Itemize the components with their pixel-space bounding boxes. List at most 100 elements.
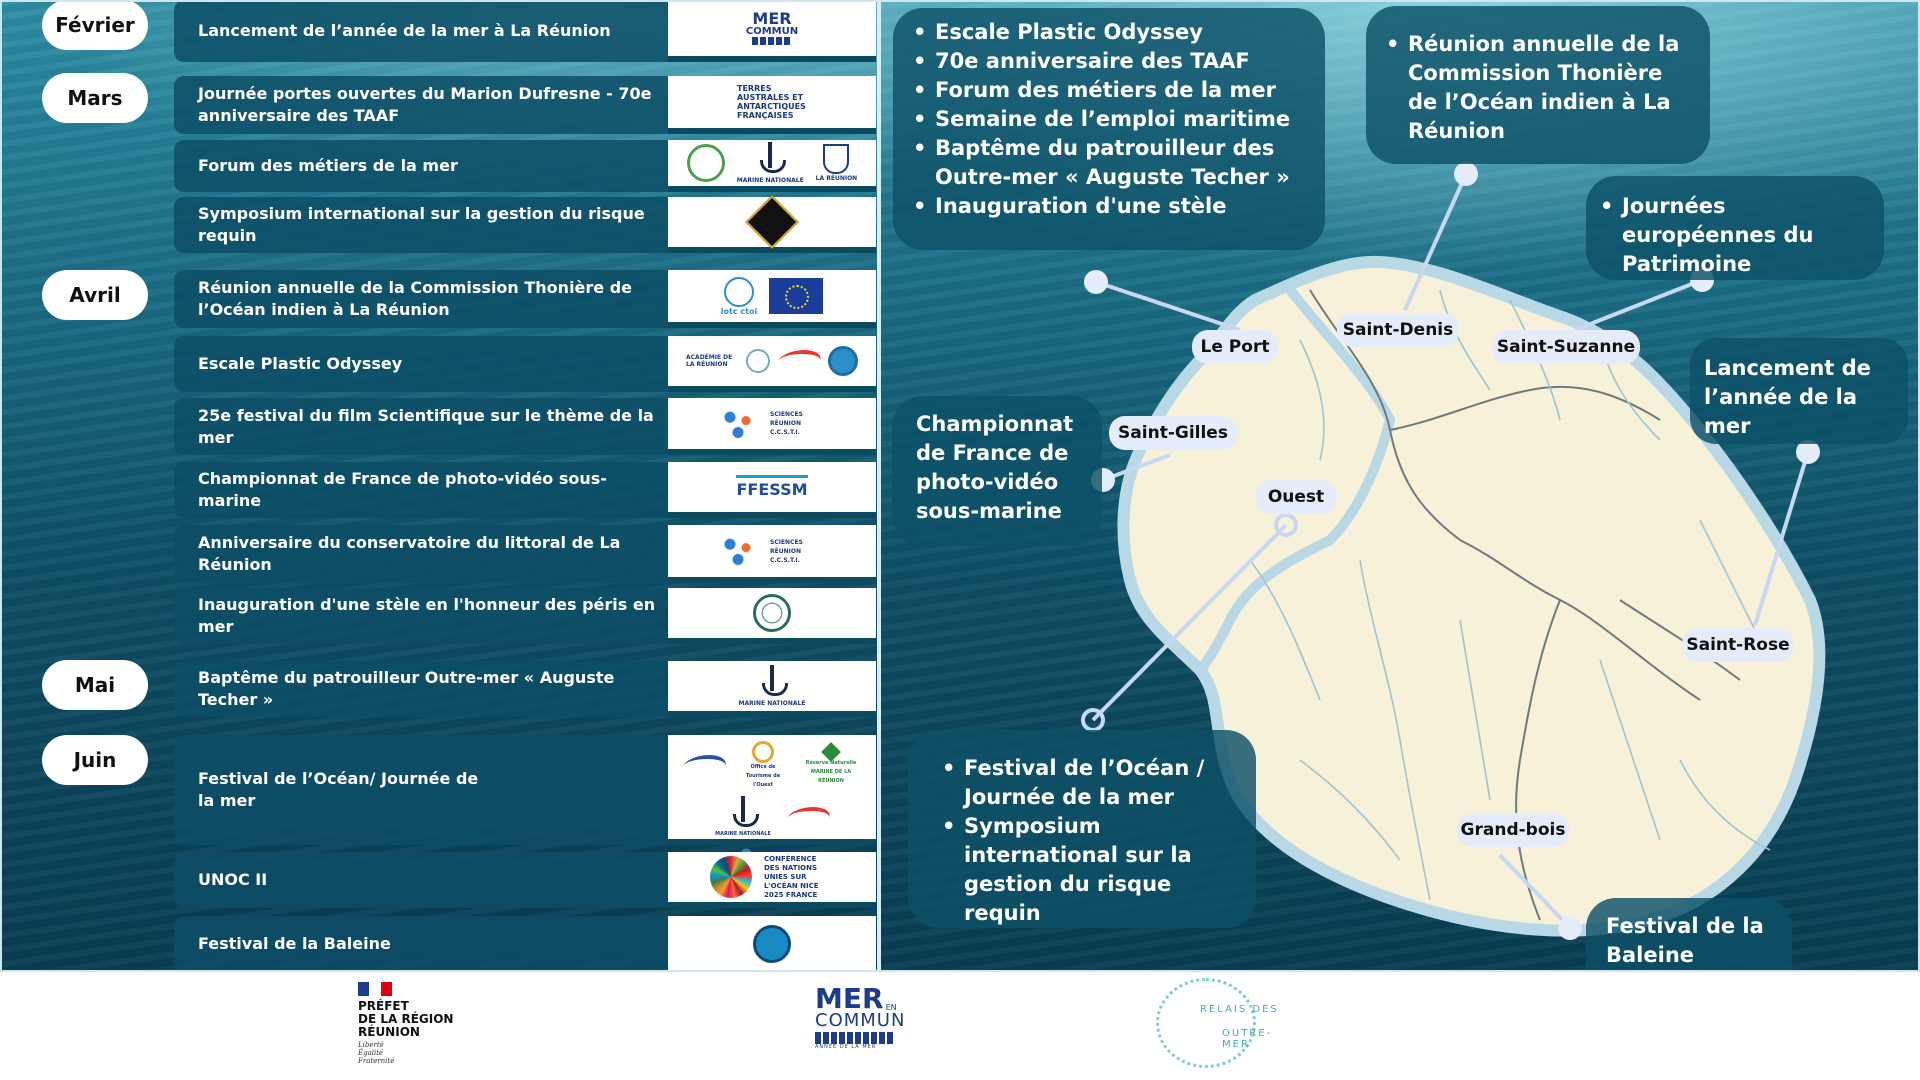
event-row: Anniversaire du conservatoire du littora… xyxy=(174,525,876,583)
event-logos xyxy=(668,916,876,972)
month-mai: Mai xyxy=(42,660,148,710)
marine-nationale-logo: MARINE NATIONALE xyxy=(737,141,804,185)
island-dots-icon xyxy=(1156,978,1256,1068)
event-label: Forum des métiers de la mer xyxy=(174,140,668,192)
reserve-marine-logo: Réserve Naturelle MARINE DE LA RÉUNION xyxy=(801,742,861,786)
callout-item: Symposium international sur la gestion d… xyxy=(938,812,1244,928)
marine-nationale-logo: MARINE NATIONALE xyxy=(715,796,771,839)
month-avril: Avril xyxy=(42,270,148,320)
place-label-le-port: Le Port xyxy=(1192,330,1278,364)
sciences-reunion-ccsti-logo xyxy=(718,406,758,441)
rivers xyxy=(1249,289,1771,901)
event-logos: ACADÉMIE DE LA RÉUNION xyxy=(668,336,876,392)
sciences-reunion-ccsti-logo xyxy=(718,534,758,568)
event-logos: CONFÉRENCE DES NATIONS UNIES SUR L'OCÉAN… xyxy=(668,852,876,908)
event-label: Festival de la Baleine xyxy=(174,916,668,972)
month-fevrier: Février xyxy=(42,0,148,50)
month-juin: Juin xyxy=(42,735,148,785)
marianne-icon xyxy=(358,982,392,996)
event-label: Lancement de l’année de la mer à La Réun… xyxy=(174,0,668,62)
callout-item: Escale Plastic Odyssey xyxy=(909,18,1309,47)
event-label: Championnat de France de photo-vidéo sou… xyxy=(174,462,668,518)
cultures-oceans-logo xyxy=(746,349,770,373)
event-row: Festival de la Baleine xyxy=(174,916,876,972)
event-logos: SCIENCES RÉUNION C.C.S.T.I. xyxy=(668,398,876,455)
iotc-logo: iotc ctoi xyxy=(721,276,757,316)
callout-southwest: Festival de la Baleine xyxy=(1586,898,1792,972)
swirl-logo xyxy=(677,754,731,777)
relais-outre-mer-logo: RELAIS DES OUTRE-MER xyxy=(1156,978,1296,1072)
sailboat-logo xyxy=(686,144,725,182)
prefet-reunion-logo: PRÉFET DE LA RÉGION RÉUNION Liberté Égal… xyxy=(358,982,453,1065)
eu-flag-logo xyxy=(769,278,824,314)
callout-southeast: Lancement de l’année de la mer xyxy=(1690,338,1908,444)
event-row: Festival de l’Océan/ Journée de la mer O… xyxy=(174,735,876,875)
event-row: Réunion annuelle de la Commission Thoniè… xyxy=(174,270,876,328)
event-logos xyxy=(668,195,876,253)
la-reunion-crest-logo: LA RÉUNION xyxy=(816,143,857,183)
callout-item: 70e anniversaire des TAAF xyxy=(909,47,1309,76)
event-label: Journée portes ouvertes du Marion Dufres… xyxy=(174,76,668,134)
month-mars: Mars xyxy=(42,73,148,123)
event-logos: SCIENCES RÉUNION C.C.S.T.I. xyxy=(668,525,876,583)
callout-south: Festival de l’Océan / Journée de la mer … xyxy=(908,730,1256,928)
panel-divider xyxy=(877,0,881,972)
west-region-outline xyxy=(1196,286,1396,674)
event-logos: FFESSM xyxy=(668,462,876,518)
event-label: Symposium international sur la gestion d… xyxy=(174,197,668,253)
event-row: Forum des métiers de la mer MARINE NATIO… xyxy=(174,140,876,192)
event-row: Journée portes ouvertes du Marion Dufres… xyxy=(174,76,876,134)
event-logos: Office de Tourisme de l'Ouest Réserve Na… xyxy=(668,735,876,875)
callout-east: Journées européennes du Patrimoine xyxy=(1586,176,1884,280)
baleine-logo xyxy=(753,925,791,963)
event-logos: TERRES AUSTRALES ET ANTARCTIQUES FRANÇAI… xyxy=(668,76,876,134)
event-logos xyxy=(668,588,876,644)
sdg-wheel-logo xyxy=(710,856,752,898)
event-row: Inauguration d'une stèle en l'honneur de… xyxy=(174,588,876,644)
memorial-seal-logo xyxy=(753,594,791,632)
callout-west: Championnat de France de photo-vidéo sou… xyxy=(892,396,1102,546)
event-row: Lancement de l’année de la mer à La Réun… xyxy=(174,0,876,62)
callout-north-right: Réunion annuelle de la Commission Thoniè… xyxy=(1366,6,1710,164)
callout-item: Journées européennes du Patrimoine xyxy=(1596,192,1874,279)
place-label-saint-suzanne: Saint-Suzanne xyxy=(1492,330,1640,364)
marine-nationale-logo: MARINE NATIONALE xyxy=(739,664,805,708)
taaf-logo: TERRES AUSTRALES ET ANTARCTIQUES FRANÇAI… xyxy=(737,84,806,120)
event-label: Baptême du patrouilleur Outre-mer « Augu… xyxy=(174,661,668,717)
place-label-grand-bois: Grand-bois xyxy=(1457,813,1569,847)
event-label: Festival de l’Océan/ Journée de la mer xyxy=(174,735,668,845)
event-label: Inauguration d'une stèle en l'honneur de… xyxy=(174,588,668,644)
place-label-saint-denis: Saint-Denis xyxy=(1337,313,1459,347)
event-row: UNOC II CONFÉRENCE DES NATIONS UNIES SUR… xyxy=(174,852,876,908)
event-row: Baptême du patrouilleur Outre-mer « Augu… xyxy=(174,661,876,717)
event-label: Escale Plastic Odyssey xyxy=(174,336,668,392)
mer-en-commun-footer-logo: MER EN COMMUN ANNÉE DE LA MER xyxy=(815,982,906,1050)
place-label-ouest: Ouest xyxy=(1255,480,1337,514)
event-row: Championnat de France de photo-vidéo sou… xyxy=(174,462,876,518)
callout-north-left: Escale Plastic Odyssey 70e anniversaire … xyxy=(893,8,1325,250)
office-tourisme-ouest-logo: Office de Tourisme de l'Ouest xyxy=(741,741,785,790)
callout-item: Festival de l’Océan / Journée de la mer xyxy=(938,754,1244,812)
region-reunion-logo xyxy=(772,350,826,372)
event-row: Escale Plastic Odyssey ACADÉMIE DE LA RÉ… xyxy=(174,336,876,392)
event-row: Symposium international sur la gestion d… xyxy=(174,195,876,253)
event-row: 25e festival du film Scientifique sur le… xyxy=(174,398,876,455)
wave-logo xyxy=(828,346,858,376)
callout-item: Forum des métiers de la mer xyxy=(909,76,1309,105)
academie-reunion-logo: ACADÉMIE DE LA RÉUNION xyxy=(686,354,733,368)
ffessm-logo: FFESSM xyxy=(736,475,808,499)
callout-item: Baptême du patrouilleur des Outre-mer « … xyxy=(909,134,1309,192)
callout-item: Inauguration d'une stèle xyxy=(909,192,1309,221)
region-reunion-logo xyxy=(781,806,835,829)
event-logos: MARINE NATIONALE xyxy=(668,661,876,717)
event-label: UNOC II xyxy=(174,852,668,908)
event-logos: MARINE NATIONALE LA RÉUNION xyxy=(668,140,876,192)
place-label-saint-gilles: Saint-Gilles xyxy=(1109,416,1237,450)
callout-item: Réunion annuelle de la Commission Thoniè… xyxy=(1382,30,1694,146)
event-label: Réunion annuelle de la Commission Thoniè… xyxy=(174,270,668,328)
event-label: Anniversaire du conservatoire du littora… xyxy=(174,525,668,583)
event-logos: iotc ctoi xyxy=(668,270,876,328)
